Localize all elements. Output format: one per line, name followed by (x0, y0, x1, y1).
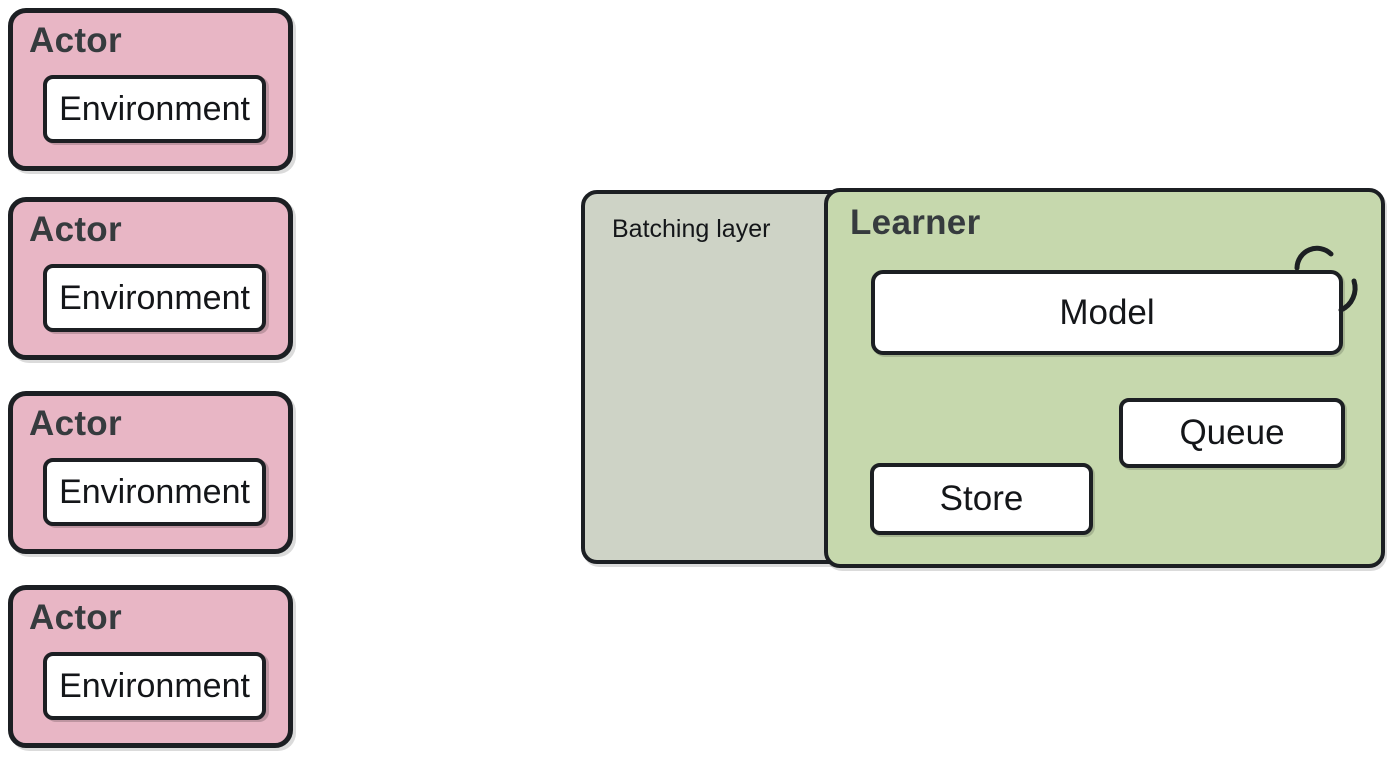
actor-title: Actor (29, 210, 122, 249)
actor-card-1: Actor Environment (8, 8, 293, 171)
actor-title: Actor (29, 598, 122, 637)
queue-label: Queue (1179, 413, 1285, 452)
model-box: Model (871, 270, 1343, 355)
queue-box: Queue (1119, 398, 1345, 468)
learner-title: Learner (850, 203, 981, 242)
actor-title: Actor (29, 21, 122, 60)
actor-card-4: Actor Environment (8, 585, 293, 748)
store-label: Store (939, 479, 1024, 518)
environment-box: Environment (43, 75, 266, 143)
environment-box: Environment (43, 264, 266, 332)
batching-layer-panel: Batching layer (581, 190, 853, 564)
environment-box: Environment (43, 652, 266, 720)
actor-card-3: Actor Environment (8, 391, 293, 554)
environment-label: Environment (59, 278, 250, 317)
learner-panel: Learner Model Queue Store (824, 188, 1385, 568)
model-label: Model (1059, 292, 1155, 332)
environment-label: Environment (59, 472, 250, 511)
actor-card-2: Actor Environment (8, 197, 293, 360)
environment-box: Environment (43, 458, 266, 526)
batching-layer-label: Batching layer (612, 215, 771, 243)
actor-title: Actor (29, 404, 122, 443)
environment-label: Environment (59, 89, 250, 128)
store-box: Store (870, 463, 1093, 535)
environment-label: Environment (59, 666, 250, 705)
